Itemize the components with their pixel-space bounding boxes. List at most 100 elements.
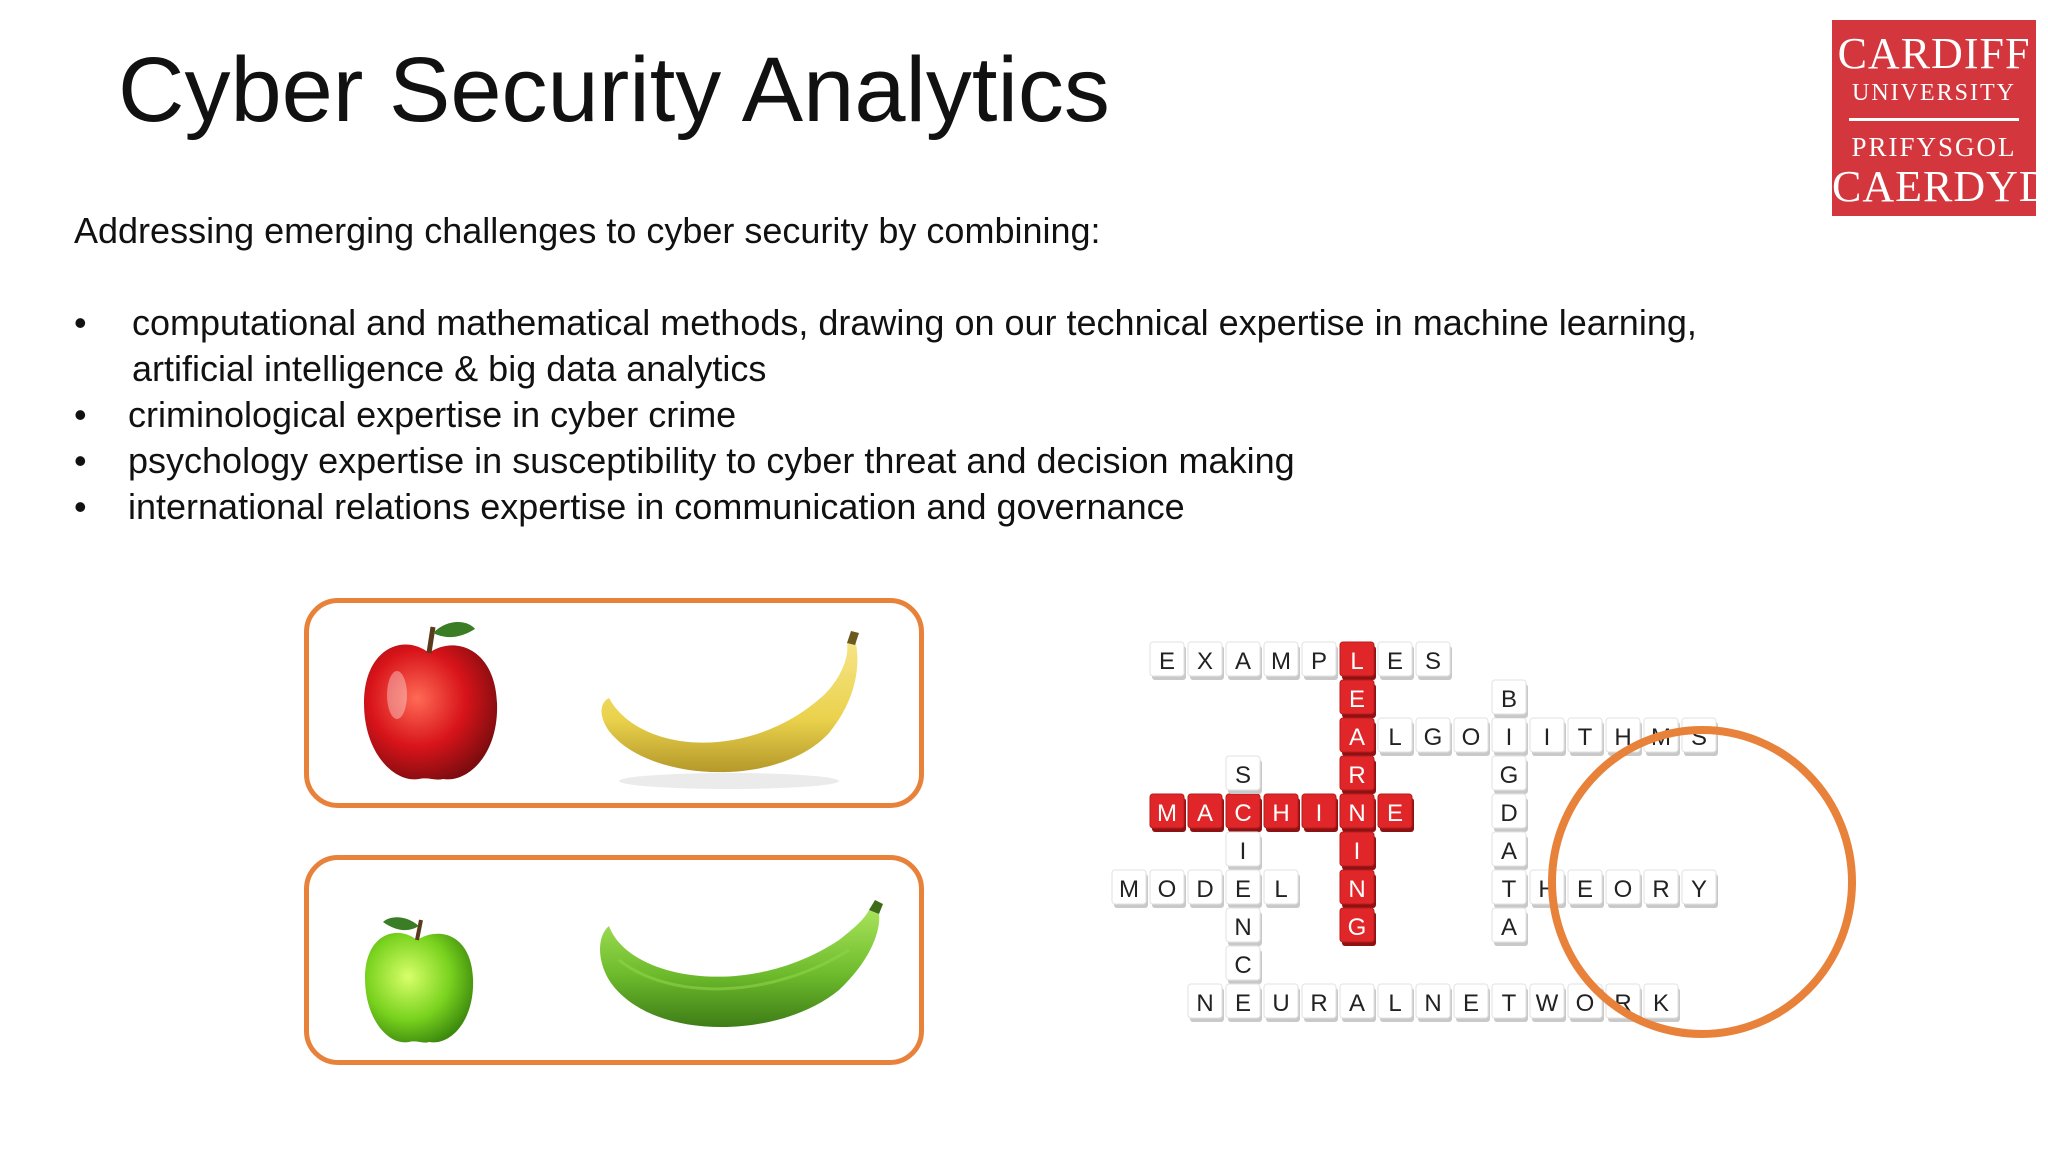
bullet-text: psychology expertise in susceptibility t… xyxy=(128,440,1295,481)
svg-text:M: M xyxy=(1119,876,1139,903)
letter-tile: B xyxy=(1491,679,1528,718)
unripe-fruit-panel xyxy=(304,855,924,1065)
letter-tile: A xyxy=(1491,831,1528,870)
logo-line-caerdydd: CAERDYDD xyxy=(1832,162,2048,211)
letter-tile: E xyxy=(1377,793,1414,832)
letter-tile: E xyxy=(1339,679,1376,718)
svg-text:H: H xyxy=(1614,724,1631,751)
letter-tile: I xyxy=(1491,717,1528,756)
svg-text:O: O xyxy=(1462,724,1481,751)
letter-tile: E xyxy=(1567,869,1604,908)
ripe-fruit-illustration xyxy=(364,622,859,789)
letter-tile: I xyxy=(1225,831,1262,870)
bullet-text: criminological expertise in cyber crime xyxy=(128,394,737,435)
svg-text:O: O xyxy=(1614,876,1633,903)
svg-text:N: N xyxy=(1348,876,1365,903)
svg-text:T: T xyxy=(1578,724,1593,751)
letter-tile: L xyxy=(1377,983,1414,1022)
svg-text:L: L xyxy=(1350,648,1363,675)
letter-tile: O xyxy=(1149,869,1186,908)
letter-tile: G xyxy=(1491,755,1528,794)
ripe-fruit-panel xyxy=(304,598,924,808)
svg-text:C: C xyxy=(1234,800,1251,827)
svg-text:M: M xyxy=(1271,648,1291,675)
letter-tile: E xyxy=(1225,983,1262,1022)
letter-tile: C xyxy=(1225,945,1262,984)
svg-text:U: U xyxy=(1272,990,1289,1017)
letter-tile: E xyxy=(1225,869,1262,908)
letter-tile: W xyxy=(1529,983,1566,1022)
letter-tile: A xyxy=(1225,641,1262,680)
logo-divider xyxy=(1849,118,2019,121)
bullet-dot: • xyxy=(74,302,87,343)
letter-tile: H xyxy=(1263,793,1300,832)
letter-tile: E xyxy=(1377,641,1414,680)
letter-tile: L xyxy=(1377,717,1414,756)
bullet-item: • criminological expertise in cyber crim… xyxy=(74,392,1714,438)
letter-tile: C xyxy=(1225,793,1262,832)
svg-text:C: C xyxy=(1234,952,1251,979)
svg-text:N: N xyxy=(1424,990,1441,1017)
slide-title: Cyber Security Analytics xyxy=(118,39,1110,141)
yellow-banana-icon xyxy=(601,631,859,789)
bullet-item: • psychology expertise in susceptibility… xyxy=(74,438,1714,484)
bullet-list: • computational and mathematical methods… xyxy=(74,300,1714,530)
letter-tile: E xyxy=(1149,641,1186,680)
letter-tile: R xyxy=(1301,983,1338,1022)
svg-text:L: L xyxy=(1388,990,1401,1017)
svg-text:M: M xyxy=(1157,800,1177,827)
theory-highlight-circle xyxy=(1548,726,1856,1038)
letter-tile: L xyxy=(1339,641,1376,680)
letter-tile: T xyxy=(1491,869,1528,908)
svg-text:E: E xyxy=(1235,876,1251,903)
svg-text:E: E xyxy=(1235,990,1251,1017)
letter-tile: A xyxy=(1339,983,1376,1022)
svg-text:D: D xyxy=(1500,800,1517,827)
cardiff-university-logo: CARDIFF UNIVERSITY PRIFYSGOL CAERDYDD xyxy=(1832,20,2048,216)
logo-line-cardiff: CARDIFF xyxy=(1837,29,2031,78)
letter-tile: N xyxy=(1339,793,1376,832)
letter-tile: I xyxy=(1301,793,1338,832)
svg-text:I: I xyxy=(1506,724,1513,751)
svg-text:E: E xyxy=(1463,990,1479,1017)
svg-text:S: S xyxy=(1425,648,1441,675)
svg-text:W: W xyxy=(1536,990,1559,1017)
letter-tile: U xyxy=(1263,983,1300,1022)
letter-tile: M xyxy=(1149,793,1186,832)
letter-tile: K xyxy=(1643,983,1680,1022)
bullet-dot: • xyxy=(74,394,87,435)
svg-text:E: E xyxy=(1349,686,1365,713)
letter-tile: A xyxy=(1491,907,1528,946)
letter-tile: M xyxy=(1263,641,1300,680)
letter-tile: A xyxy=(1339,717,1376,756)
svg-text:O: O xyxy=(1576,990,1595,1017)
green-apple-icon xyxy=(365,917,474,1043)
bullet-item: • computational and mathematical methods… xyxy=(74,300,1732,392)
letter-tile: O xyxy=(1453,717,1490,756)
svg-text:N: N xyxy=(1234,914,1251,941)
svg-text:Y: Y xyxy=(1691,876,1707,903)
bullet-dot: • xyxy=(74,486,87,527)
letter-tile: Y xyxy=(1681,869,1718,908)
svg-text:T: T xyxy=(1502,876,1517,903)
svg-text:R: R xyxy=(1652,876,1669,903)
bullet-dot: • xyxy=(74,440,87,481)
svg-text:P: P xyxy=(1311,648,1327,675)
svg-text:I: I xyxy=(1240,838,1247,865)
letter-tile: O xyxy=(1605,869,1642,908)
letter-tile: A xyxy=(1187,793,1224,832)
letter-tile: L xyxy=(1263,869,1300,908)
red-apple-icon xyxy=(364,622,498,780)
svg-text:G: G xyxy=(1348,914,1367,941)
letter-tile: S xyxy=(1225,755,1262,794)
logo-line-university: UNIVERSITY xyxy=(1852,80,2016,106)
svg-text:N: N xyxy=(1196,990,1213,1017)
letter-tile: M xyxy=(1111,869,1148,908)
svg-text:L: L xyxy=(1388,724,1401,751)
letter-tile: T xyxy=(1491,983,1528,1022)
svg-text:R: R xyxy=(1348,762,1365,789)
svg-text:E: E xyxy=(1387,800,1403,827)
letter-tile: E xyxy=(1453,983,1490,1022)
letter-tile: N xyxy=(1225,907,1262,946)
